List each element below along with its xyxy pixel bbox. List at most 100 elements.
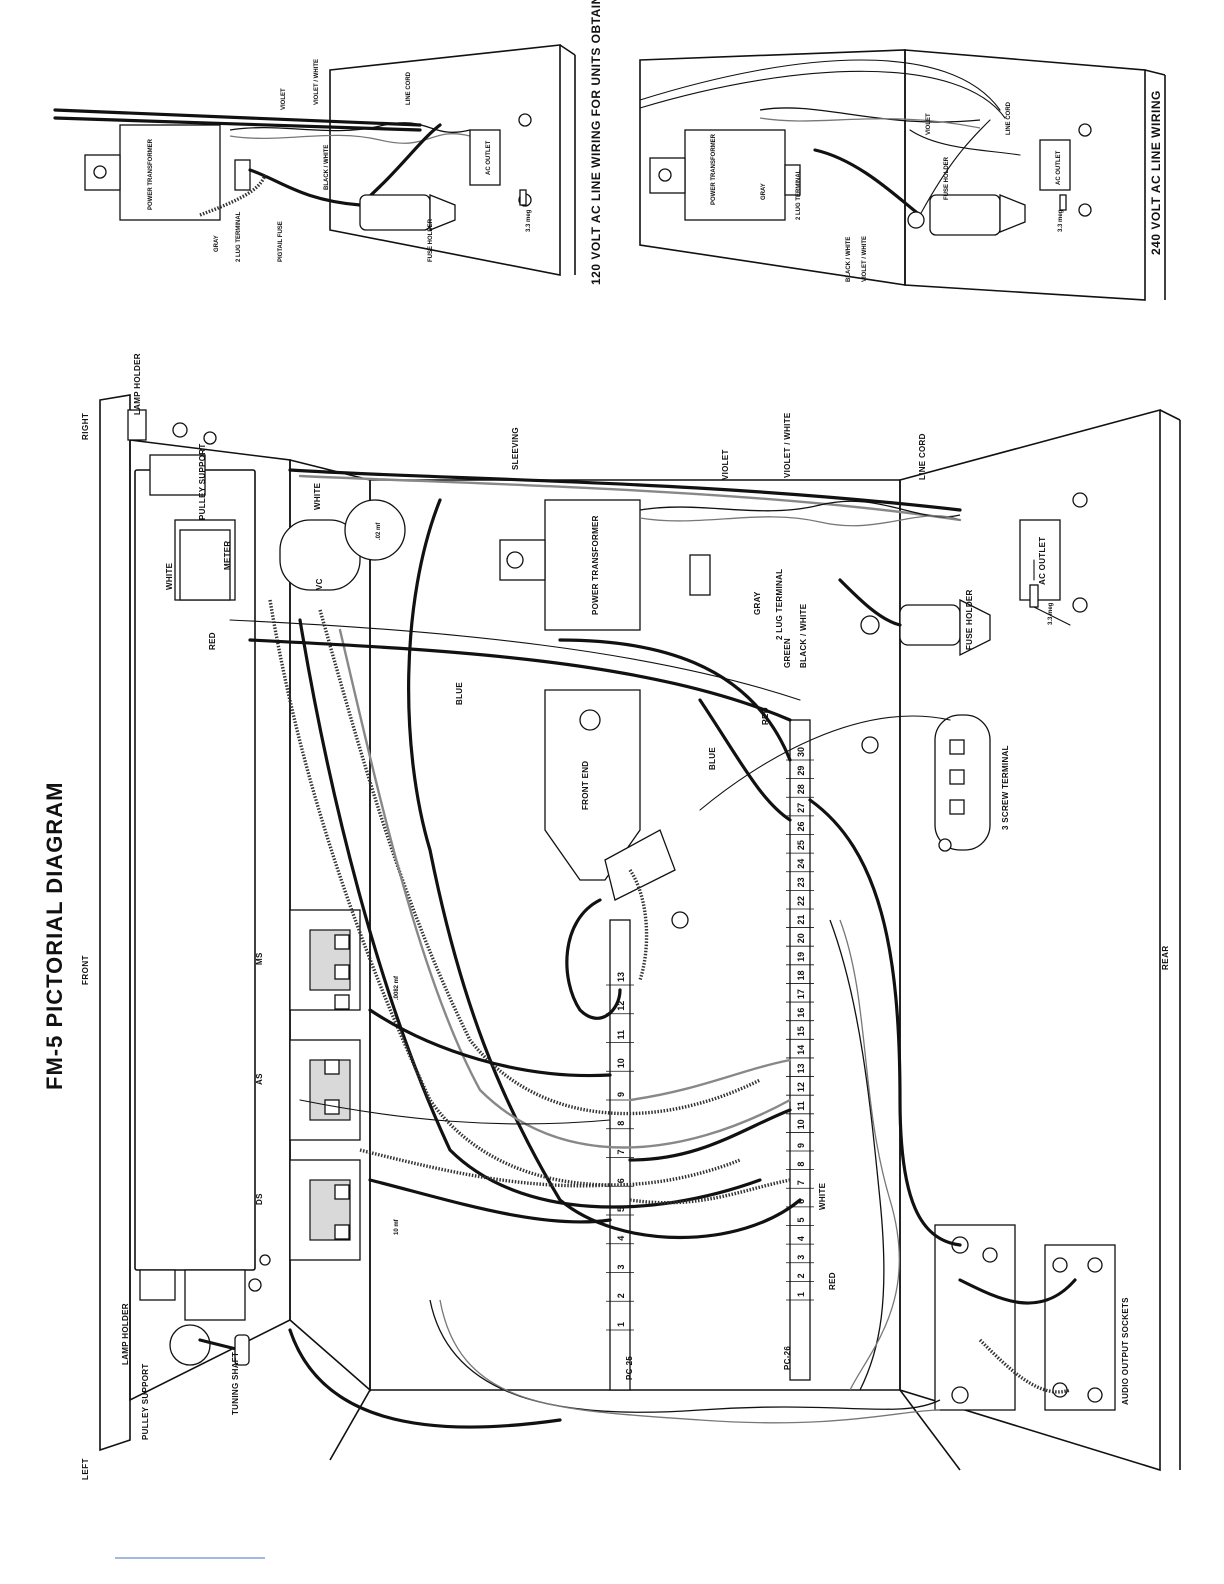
pc26-terminal-number: 5 [796,1218,806,1223]
label-gray: GRAY [753,591,762,615]
inset240-label-two-lug-terminal: 2 LUG TERMINAL [796,169,802,220]
switch-ds [289,1159,361,1261]
pc26-terminal-number: 21 [796,915,806,925]
switch-as [289,1039,361,1141]
label-line-cord: LINE CORD [918,433,927,480]
pc26-terminal-number: 18 [796,970,806,980]
pc25-terminal-number: 2 [616,1293,626,1298]
main-labels: LAMP HOLDER PULLEY SUPPORT METER WHITE W… [121,353,1130,1440]
pc26-terminal-number: 26 [796,821,806,831]
label-red-c: RED [828,1272,837,1290]
audio-output-sockets [934,1224,1116,1411]
label-blue-a: BLUE [455,682,464,705]
label-resistor: 3.3 meg [1048,602,1054,625]
label-two-lug-terminal: 2 LUG TERMINAL [775,569,784,640]
pc25-terminal-number: 10 [616,1058,626,1068]
label-violet-white: VIOLET / WHITE [783,412,792,478]
pc26-terminal-number: 8 [796,1162,806,1167]
pc26-terminal-number: 7 [796,1180,806,1185]
inset120-label-gray: GRAY [214,235,220,252]
vc-capacitor [279,499,406,591]
label-black-white: BLACK / WHITE [799,603,808,668]
power-transformer [499,499,711,631]
inset120-label-pigtail-fuse: PIGTAIL FUSE [278,221,284,262]
pc26-terminal-number: 19 [796,952,806,962]
label-three-screw-terminal: 3 SCREW TERMINAL [1001,745,1010,830]
pc25-terminal-number: 6 [616,1178,626,1183]
pc26-terminal-number: 29 [796,766,806,776]
label-tuning-shaft: TUNING SHAFT [231,1352,240,1415]
pc26-terminal-number: 16 [796,1008,806,1018]
label-pc26: PC-26 [783,1346,792,1370]
label-fuse-holder: FUSE HOLDER [965,589,974,650]
label-cap-10: 10 mf [394,1218,400,1235]
pc25-terminal-number: 1 [616,1322,626,1327]
pc26-terminal-number: 1 [796,1292,806,1297]
pc26-terminal-number: 4 [796,1236,806,1241]
label-lamp-holder-right: LAMP HOLDER [133,353,142,415]
inset-120v: VIOLET VIOLET / WHITE LINE CORD POWER TR… [53,0,603,285]
pc25-terminal-number: 9 [616,1092,626,1097]
inset240-label-resistor: 3.3 meg [1058,209,1064,232]
pc26-terminal-number: 22 [796,896,806,906]
meter [179,529,231,601]
label-red-a: RED [208,632,217,650]
pc26-terminal-number: 11 [796,1101,806,1111]
page-title: FM-5 PICTORIAL DIAGRAM [42,782,67,1090]
front-end [544,689,689,929]
pc26-terminal-number: 30 [796,747,806,757]
inset240-label-violet: VIOLET [926,113,932,135]
label-switch-ms: MS [255,952,264,965]
pc26-terminal-number: 24 [796,859,806,869]
pc26-terminal-number: 20 [796,933,806,943]
inset120-label-two-lug-terminal: 2 LUG TERMINAL [236,211,242,262]
switch-ms [289,909,361,1011]
label-pulley-support-left: PULLEY SUPPORT [141,1363,150,1440]
inset240-label-line-cord: LINE CORD [1006,101,1012,135]
label-power-transformer: POWER TRANSFORMER [591,515,600,615]
label-red-b: RED [761,707,770,725]
pc25-terminal-number: 3 [616,1264,626,1269]
label-white-a: WHITE [313,482,322,510]
pc25-terminal-number: 12 [616,1001,626,1011]
inset120-label-fuse-holder: FUSE HOLDER [428,218,434,262]
label-ac-outlet: AC OUTLET [1038,537,1047,585]
inset120-label-line-cord: LINE CORD [406,71,412,105]
label-sleeving: SLEEVING [511,427,520,470]
pc26-board: 1234567891011121314151617181920212223242… [786,719,879,1381]
wire-harness [229,468,1077,1429]
label-meter: METER [223,541,232,571]
label-white-c: WHITE [818,1182,827,1210]
ac-outlet [1019,492,1088,613]
pc25-terminal-number: 4 [616,1236,626,1241]
pc26-terminal-number: 10 [796,1119,806,1129]
pc25-terminal-number: 7 [616,1149,626,1154]
pc26-terminal-number: 6 [796,1199,806,1204]
pc26-terminal-number: 14 [796,1045,806,1055]
pc26-terminal-number: 28 [796,784,806,794]
pc26-terminal-number: 13 [796,1064,806,1074]
edge-label-right: RIGHT [81,413,90,440]
inset240-label-gray: GRAY [761,183,767,200]
inset240-caption: 240 VOLT AC LINE WIRING [1149,90,1163,255]
inset120-caption: 120 VOLT AC LINE WIRING FOR UNITS OBTAIN… [589,0,603,285]
edge-label-front: FRONT [81,955,90,985]
inset120-label-black-white: BLACK / WHITE [324,145,330,190]
three-screw-terminal [934,714,991,852]
inset240-label-violet-white: VIOLET / WHITE [862,236,868,282]
label-blue-b: BLUE [708,747,717,770]
pc25-terminal-number: 13 [616,972,626,982]
edge-label-left: LEFT [81,1458,90,1480]
inset-240v: VIOLET LINE CORD POWER TRANSFORMER GRAY … [639,49,1166,301]
label-lamp-holder-left: LAMP HOLDER [121,1303,130,1365]
pc26-terminal-number: 3 [796,1255,806,1260]
label-pc25: PC-25 [625,1356,634,1380]
pc26-terminal-number: 17 [796,989,806,999]
inset120-label-ac-outlet: AC OUTLET [486,140,492,175]
label-audio-output-sockets: AUDIO OUTPUT SOCKETS [1121,1297,1130,1405]
pc26-terminal-number: 12 [796,1082,806,1092]
pc26-terminal-number: 2 [796,1273,806,1278]
